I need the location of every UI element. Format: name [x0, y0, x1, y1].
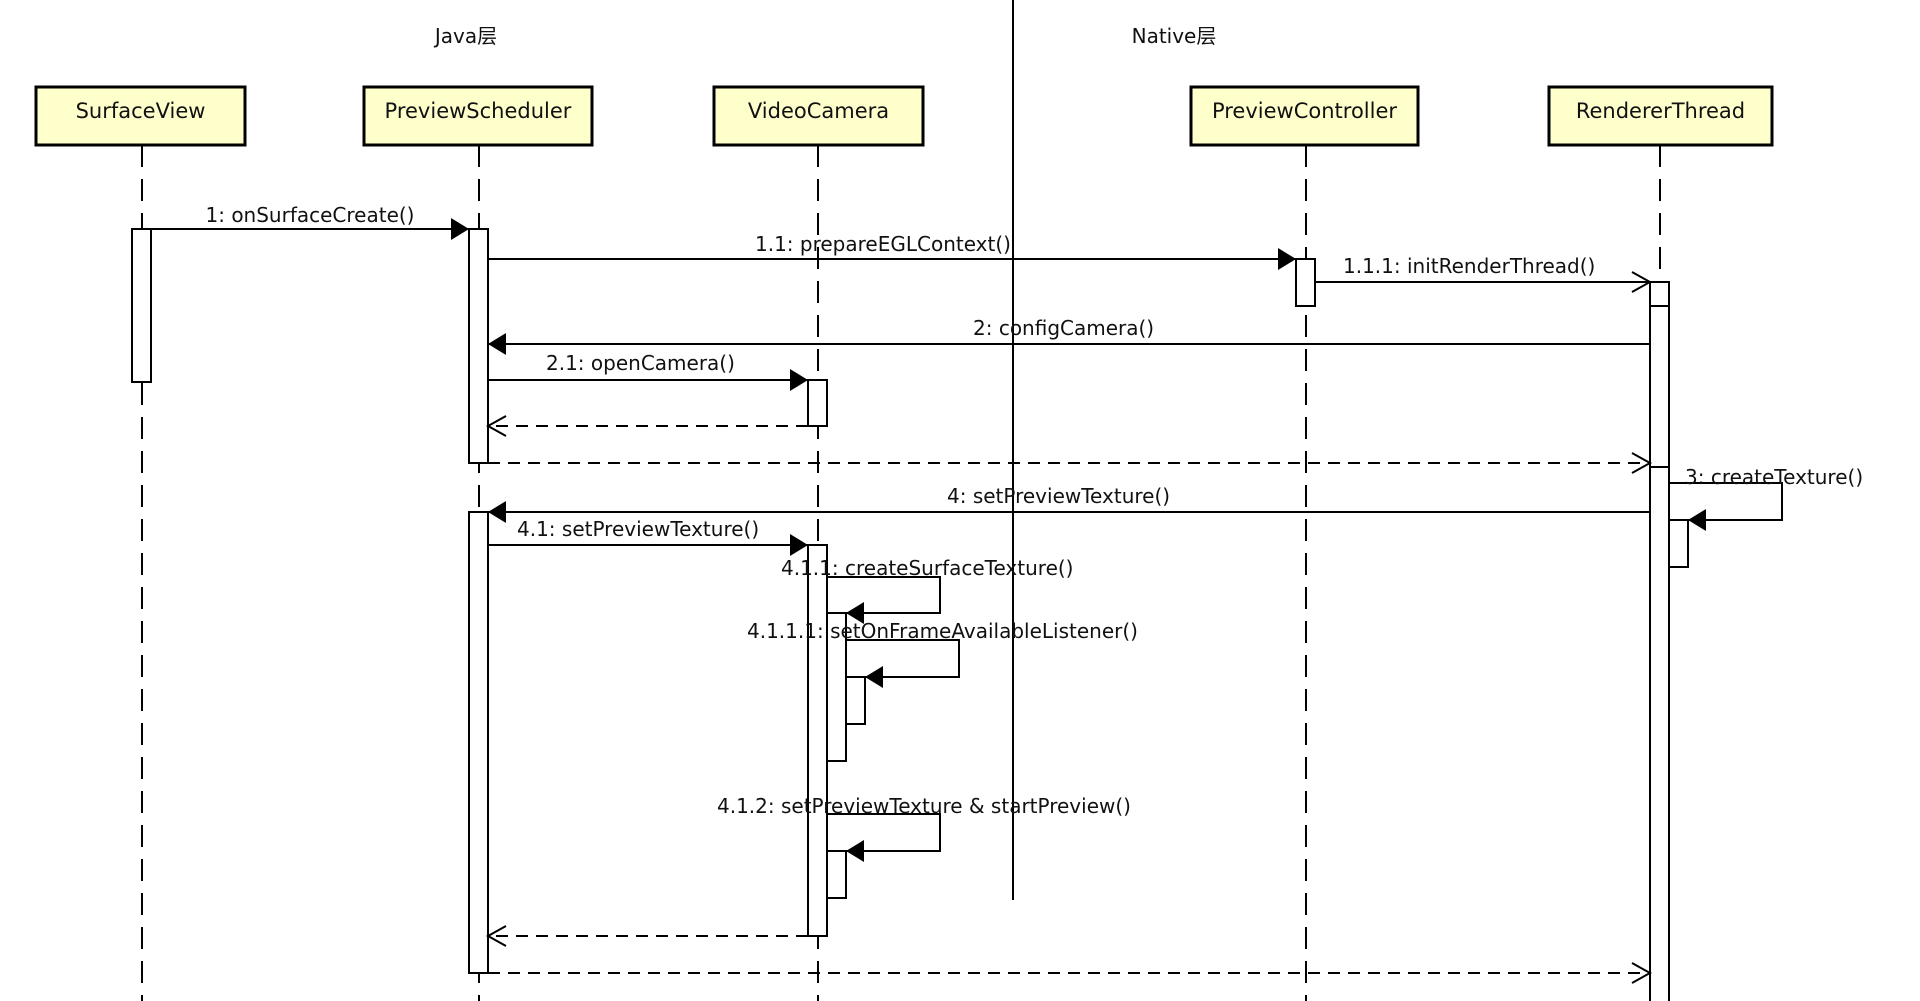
- participant-label: RendererThread: [1576, 99, 1745, 123]
- message-1[interactable]: 1: onSurfaceCreate(): [151, 203, 469, 240]
- arrowhead-filled: [846, 602, 864, 624]
- activation-previewscheduler-1: [468, 228, 489, 464]
- message-return-6[interactable]: [488, 452, 1653, 474]
- participant-rendererthread[interactable]: RendererThread: [1547, 85, 1774, 147]
- participant-videocamera[interactable]: VideoCamera: [712, 85, 925, 147]
- message-label: 4.1: setPreviewTexture(): [517, 517, 759, 541]
- participant-box: [34, 85, 247, 147]
- message-label: 4.1.1: createSurfaceTexture(): [781, 556, 1073, 580]
- message-2-1[interactable]: 2.1: openCamera(): [488, 351, 808, 391]
- activation-videocamera-nested-b: [845, 676, 866, 725]
- message-label: 2.1: openCamera(): [546, 351, 735, 375]
- messages: 1: onSurfaceCreate() 1.1: prepareEGLConte…: [151, 203, 1863, 984]
- message-label: 1.1: prepareEGLContext(): [755, 232, 1011, 256]
- arrowhead-filled: [790, 534, 808, 556]
- arrowhead-filled: [488, 501, 506, 523]
- message-return-13[interactable]: [485, 925, 808, 947]
- message-4-1-2[interactable]: 4.1.2: setPreviewTexture & startPreview(…: [717, 794, 1131, 862]
- activation-rendererthread: [1649, 281, 1670, 1001]
- participant-label: SurfaceView: [76, 99, 206, 123]
- self-message-arrow-line: [846, 639, 960, 678]
- participant-label: PreviewController: [1212, 99, 1397, 123]
- self-message-arrow-line: [827, 813, 941, 852]
- participant-box: [712, 85, 925, 147]
- participant-box: [1547, 85, 1774, 147]
- self-message-arrow-line: [1669, 482, 1783, 521]
- activation-bars: [131, 228, 1689, 1001]
- arrowhead-filled: [865, 666, 883, 688]
- activation-videocamera-2: [807, 544, 828, 937]
- layer-label-java: Java层: [433, 24, 497, 48]
- arrowhead-filled: [846, 840, 864, 862]
- arrowhead-open: [485, 415, 507, 437]
- message-label: 4.1.1.1: setOnFrameAvailableListener(): [747, 619, 1138, 643]
- arrowhead-open: [1631, 271, 1653, 293]
- activation-videocamera-1: [807, 379, 828, 427]
- message-4[interactable]: 4: setPreviewTexture(): [488, 484, 1650, 523]
- message-4-1-1[interactable]: 4.1.1: createSurfaceTexture(): [781, 556, 1073, 624]
- message-return-5[interactable]: [485, 415, 808, 437]
- message-4-1-1-1[interactable]: 4.1.1.1: setOnFrameAvailableListener(): [747, 619, 1138, 688]
- activation-previewscheduler-2: [468, 511, 489, 974]
- layer-label-native: Native层: [1132, 24, 1217, 48]
- participant-box: [1189, 85, 1420, 147]
- message-4-1[interactable]: 4.1: setPreviewTexture(): [488, 517, 808, 556]
- message-2[interactable]: 2: configCamera(): [488, 316, 1650, 355]
- activation-previewcontroller: [1295, 258, 1316, 307]
- message-label: 4.1.2: setPreviewTexture & startPreview(…: [717, 794, 1131, 818]
- message-label: 1.1.1: initRenderThread(): [1343, 254, 1595, 278]
- activation-videocamera-nested-c: [826, 850, 847, 899]
- participant-previewcontroller[interactable]: PreviewController: [1189, 85, 1420, 147]
- message-3[interactable]: 3: createTexture(): [1669, 465, 1863, 531]
- participants: SurfaceView PreviewScheduler VideoCamera Pr…: [34, 85, 1774, 147]
- arrowhead-open: [1631, 962, 1653, 984]
- participant-box: [362, 85, 594, 147]
- participant-label: VideoCamera: [748, 99, 889, 123]
- self-message-arrow-line: [827, 576, 941, 614]
- arrowhead-filled: [451, 218, 469, 240]
- message-label: 3: createTexture(): [1685, 465, 1863, 489]
- arrowhead-filled: [488, 333, 506, 355]
- message-1-1[interactable]: 1.1: prepareEGLContext(): [488, 232, 1296, 270]
- message-label: 2: configCamera(): [973, 316, 1154, 340]
- arrowhead-open: [1631, 452, 1653, 474]
- arrowhead-filled: [1278, 248, 1296, 270]
- message-label: 1: onSurfaceCreate(): [206, 203, 415, 227]
- message-return-14[interactable]: [488, 962, 1653, 984]
- message-label: 4: setPreviewTexture(): [947, 484, 1170, 508]
- activation-surfaceview: [131, 228, 152, 383]
- participant-surfaceview[interactable]: SurfaceView: [34, 85, 247, 147]
- arrowhead-open: [485, 925, 507, 947]
- activation-rendererthread-nested: [1668, 519, 1689, 568]
- participant-label: PreviewScheduler: [385, 99, 572, 123]
- arrowhead-filled: [790, 369, 808, 391]
- message-1-1-1[interactable]: 1.1.1: initRenderThread(): [1316, 254, 1653, 293]
- arrowhead-filled: [1688, 509, 1706, 531]
- participant-previewscheduler[interactable]: PreviewScheduler: [362, 85, 594, 147]
